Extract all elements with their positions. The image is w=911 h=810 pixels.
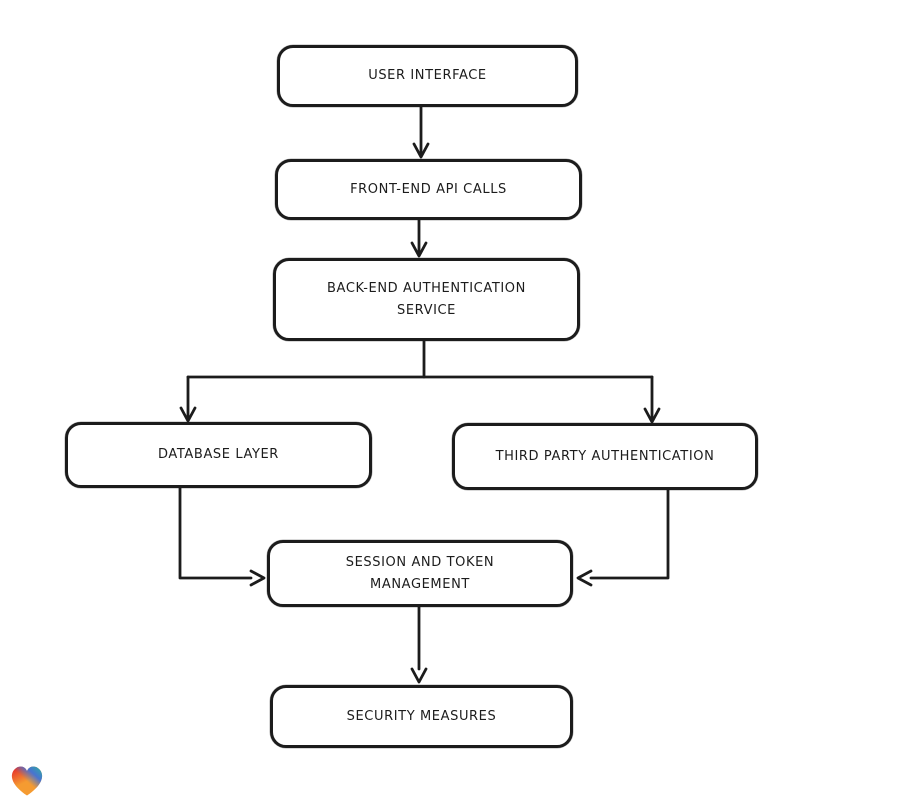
node-session-and-token-management-label: SESSION AND TOKEN MANAGEMENT	[345, 555, 495, 592]
edge-front-end-api-calls-to-back-end-authentication-service	[410, 218, 428, 258]
eraser-heart-logo	[8, 761, 46, 798]
node-front-end-api-calls[interactable]: FRONT-END API CALLS	[275, 159, 582, 220]
node-user-interface-label: USER INTERFACE	[368, 68, 487, 84]
node-third-party-authentication-label: THIRD PARTY AUTHENTICATION	[495, 448, 715, 464]
edge-back-end-authentication-service-branch	[186, 338, 654, 379]
node-security-measures[interactable]: SECURITY MEASURES	[270, 685, 573, 748]
node-back-end-authentication-service-label: BACK-END AUTHENTICATION SERVICE	[327, 281, 526, 318]
node-user-interface[interactable]: USER INTERFACE	[277, 45, 578, 107]
node-security-measures-label: SECURITY MEASURES	[346, 708, 497, 724]
node-database-layer-label: DATABASE LAYER	[158, 447, 279, 463]
node-front-end-api-calls-label: FRONT-END API CALLS	[350, 181, 507, 197]
edge-session-and-token-management-to-security-measures	[410, 604, 428, 684]
edge-back-end-authentication-service-to-database-layer	[179, 375, 197, 423]
edge-user-interface-to-front-end-api-calls	[412, 104, 430, 159]
edge-database-layer-to-session-and-token-management	[178, 485, 266, 587]
edge-back-end-authentication-service-to-third-party-authentication	[643, 375, 661, 424]
node-session-and-token-management[interactable]: SESSION AND TOKEN MANAGEMENT	[267, 540, 573, 607]
node-back-end-authentication-service[interactable]: BACK-END AUTHENTICATION SERVICE	[273, 258, 580, 341]
node-database-layer[interactable]: DATABASE LAYER	[65, 422, 372, 488]
edge-third-party-authentication-to-session-and-token-management	[576, 487, 670, 587]
node-third-party-authentication[interactable]: THIRD PARTY AUTHENTICATION	[452, 423, 758, 490]
heart-icon	[11, 766, 43, 796]
